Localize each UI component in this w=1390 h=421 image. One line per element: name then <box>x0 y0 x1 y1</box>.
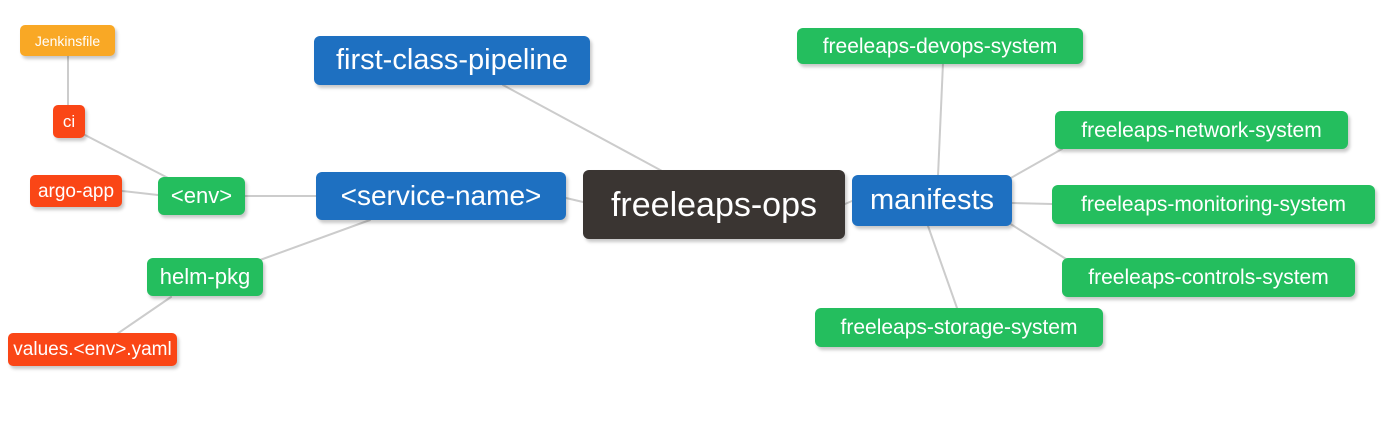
node-freeleaps-network-system-label: freeleaps-network-system <box>1081 118 1322 142</box>
edge-argoapp-env <box>121 190 159 196</box>
node-freeleaps-ops[interactable]: freeleaps-ops <box>583 170 845 239</box>
node-freeleaps-storage-system[interactable]: freeleaps-storage-system <box>815 308 1103 347</box>
node-values-env-yaml[interactable]: values.<env>.yaml <box>8 333 177 366</box>
node-jenkinsfile[interactable]: Jenkinsfile <box>20 25 115 56</box>
node-first-class-pipeline[interactable]: first-class-pipeline <box>314 36 590 85</box>
node-argo-app-label: argo-app <box>37 180 115 202</box>
node-freeleaps-storage-system-label: freeleaps-storage-system <box>840 316 1078 339</box>
node-helm-pkg[interactable]: helm-pkg <box>147 258 263 296</box>
node-helm-pkg-label: helm-pkg <box>159 264 251 289</box>
node-freeleaps-monitoring-system[interactable]: freeleaps-monitoring-system <box>1052 185 1375 224</box>
node-argo-app[interactable]: argo-app <box>30 175 122 207</box>
edge-servicename-freeleapsops <box>565 197 584 203</box>
node-ci[interactable]: ci <box>53 105 85 138</box>
node-freeleaps-ops-label: freeleaps-ops <box>610 185 817 224</box>
node-ci-label: ci <box>62 112 76 131</box>
node-env-label: <env> <box>170 183 233 208</box>
node-service-name[interactable]: <service-name> <box>316 172 566 220</box>
node-freeleaps-controls-system-label: freeleaps-controls-system <box>1088 266 1329 289</box>
node-freeleaps-devops-system-label: freeleaps-devops-system <box>822 34 1058 58</box>
node-manifests[interactable]: manifests <box>852 175 1012 226</box>
edge-manifests-network <box>1008 148 1063 180</box>
edge-manifests-storage <box>927 225 958 309</box>
edge-manifests-monitoring <box>1011 202 1053 205</box>
node-freeleaps-devops-system[interactable]: freeleaps-devops-system <box>797 28 1083 64</box>
node-freeleaps-network-system[interactable]: freeleaps-network-system <box>1055 111 1348 149</box>
node-jenkinsfile-label: Jenkinsfile <box>34 32 101 49</box>
edge-manifests-controls <box>1008 222 1067 260</box>
edge-freeleapsops-manifests <box>844 200 853 205</box>
edge-manifests-devops <box>937 62 944 177</box>
edge-ci-env <box>84 134 171 180</box>
node-freeleaps-controls-system[interactable]: freeleaps-controls-system <box>1062 258 1355 297</box>
node-service-name-label: <service-name> <box>340 180 542 211</box>
node-manifests-label: manifests <box>869 184 995 216</box>
node-freeleaps-monitoring-system-label: freeleaps-monitoring-system <box>1081 193 1346 216</box>
node-env[interactable]: <env> <box>158 177 245 215</box>
node-first-class-pipeline-label: first-class-pipeline <box>335 44 569 76</box>
edge-helmpkg-servicename <box>259 219 371 261</box>
node-values-env-yaml-label: values.<env>.yaml <box>13 339 172 360</box>
edge-pipeline-freeleapsops <box>502 84 663 172</box>
edge-values-helmpkg <box>116 296 172 335</box>
